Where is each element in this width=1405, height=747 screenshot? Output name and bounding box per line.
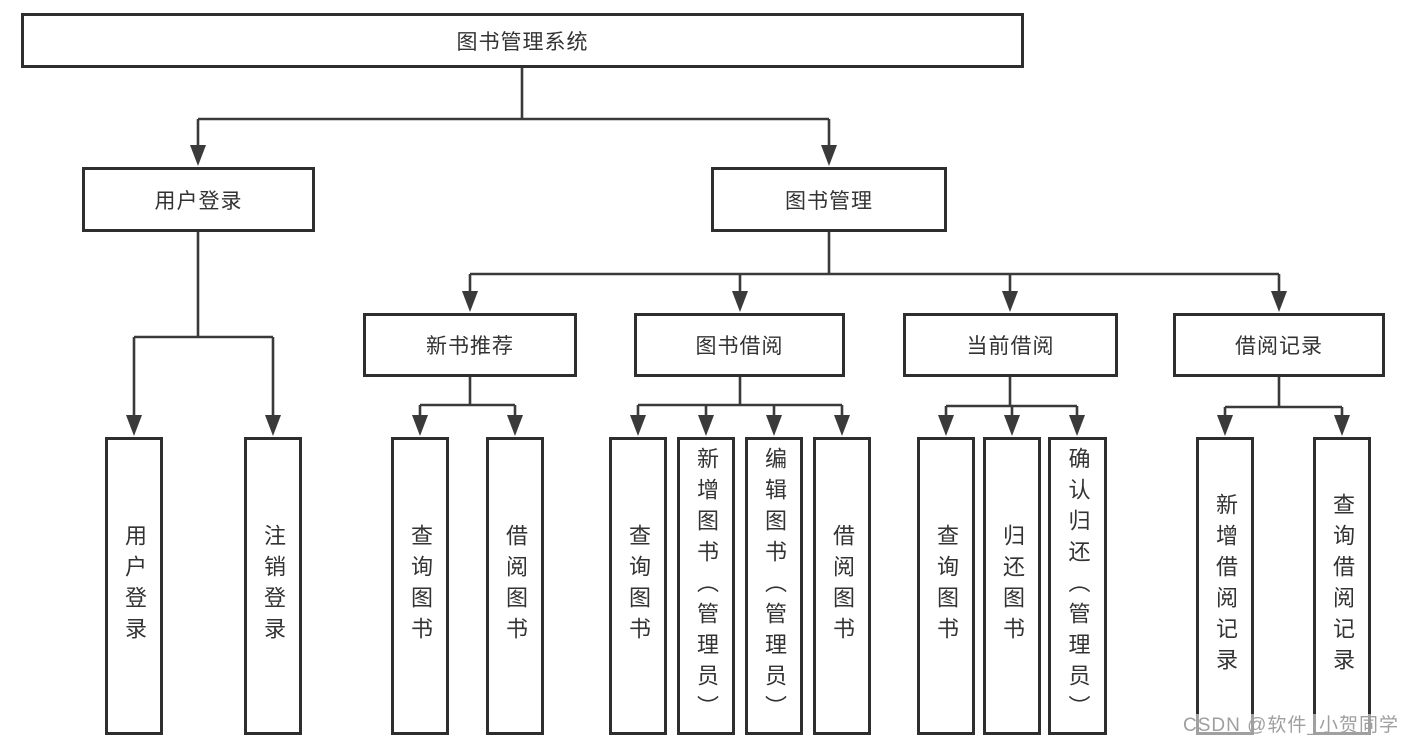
node-label: 新增图书（管理员） (694, 446, 719, 726)
leaf-add-book-admin: 新增图书（管理员） (677, 437, 735, 735)
node-label: 图书管理系统 (456, 30, 589, 54)
node-label: 当前借阅 (966, 335, 1055, 358)
node-label: 编辑图书（管理员） (762, 446, 787, 726)
node-label: 确认归还（管理员） (1065, 446, 1091, 726)
node-label: 查询图书 (934, 524, 959, 648)
node-current-borrowing: 当前借阅 (903, 313, 1118, 377)
node-borrowing-records: 借阅记录 (1173, 313, 1385, 377)
node-book-management: 图书管理 (711, 167, 947, 232)
leaf-borrow-books-borrowing: 借阅图书 (813, 437, 871, 735)
node-label: 新书推荐 (426, 335, 514, 358)
leaf-edit-book-admin: 编辑图书（管理员） (745, 437, 803, 735)
node-book-borrowing: 图书借阅 (634, 313, 845, 377)
node-label: 查询借阅记录 (1330, 493, 1355, 679)
leaf-user-login: 用户登录 (105, 437, 163, 735)
node-library-management-system: 图书管理系统 (21, 13, 1024, 68)
node-label: 用户登录 (154, 189, 243, 213)
node-label: 图书管理 (785, 189, 873, 213)
leaf-logout: 注销登录 (244, 437, 302, 735)
leaf-confirm-return-admin: 确认归还（管理员） (1048, 437, 1107, 735)
watermark: CSDN @软件_小贺同学 (1183, 714, 1399, 737)
node-label: 图书借阅 (695, 335, 784, 358)
node-new-book-recommend: 新书推荐 (363, 313, 577, 377)
node-label: 借阅图书 (503, 524, 528, 648)
node-label: 查询图书 (626, 524, 651, 648)
node-label: 借阅图书 (830, 524, 855, 648)
leaf-query-books-current: 查询图书 (917, 437, 975, 735)
node-label: 借阅记录 (1235, 335, 1323, 358)
arrowhead-icons (126, 145, 1350, 436)
leaf-query-books-recommend: 查询图书 (391, 437, 449, 735)
leaf-add-borrow-record: 新增借阅记录 (1196, 437, 1254, 735)
node-label: 归还图书 (1000, 524, 1025, 648)
leaf-query-borrow-record: 查询借阅记录 (1313, 437, 1371, 735)
node-label: 注销登录 (261, 524, 286, 648)
node-user-login: 用户登录 (82, 167, 315, 232)
leaf-borrow-books-recommend: 借阅图书 (486, 437, 544, 735)
leaf-return-book: 归还图书 (983, 437, 1041, 735)
leaf-query-books-borrowing: 查询图书 (609, 437, 667, 735)
node-label: 新增借阅记录 (1213, 493, 1238, 679)
node-label: 用户登录 (122, 524, 147, 648)
node-label: 查询图书 (408, 524, 433, 648)
